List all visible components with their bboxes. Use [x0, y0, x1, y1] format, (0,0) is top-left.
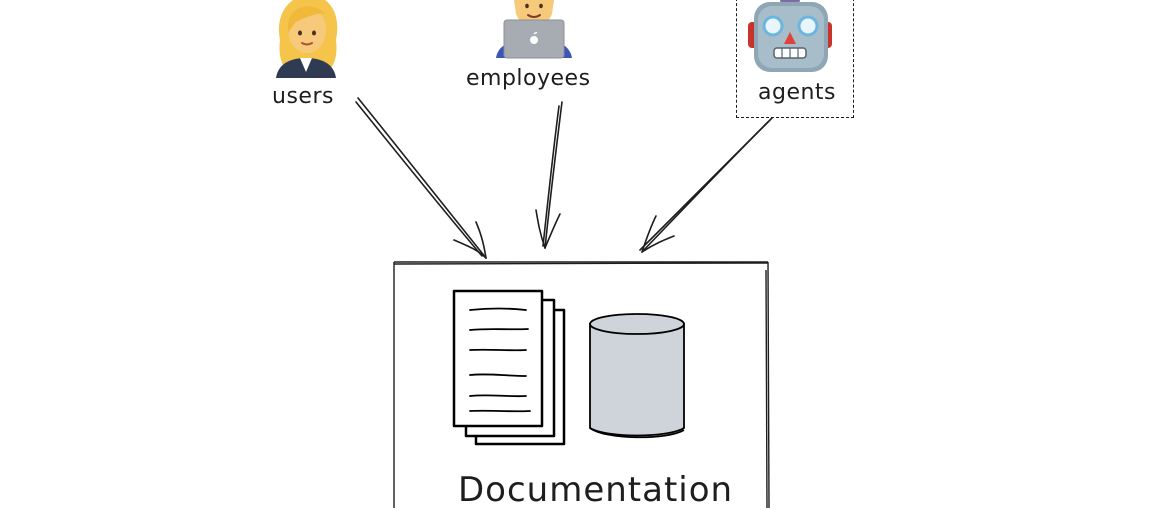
users-label: users: [272, 84, 334, 109]
employees-label: employees: [466, 66, 591, 91]
agents-label: agents: [758, 80, 837, 105]
arrow-agents-to-documentation: [639, 117, 773, 253]
arrow-employees-to-documentation: [535, 101, 563, 249]
robot-face-icon: [748, 0, 832, 72]
database-cylinder-icon: [589, 313, 685, 439]
agents-dashed-frame: [736, 0, 854, 118]
documentation-label: Documentation: [458, 470, 734, 510]
document-stack-icon: [452, 289, 566, 446]
documentation-box: [393, 261, 770, 508]
man-technologist-laptop-icon: [496, 0, 572, 59]
arrow-users-to-documentation: [355, 97, 487, 259]
woman-office-worker-icon: [276, 0, 338, 78]
